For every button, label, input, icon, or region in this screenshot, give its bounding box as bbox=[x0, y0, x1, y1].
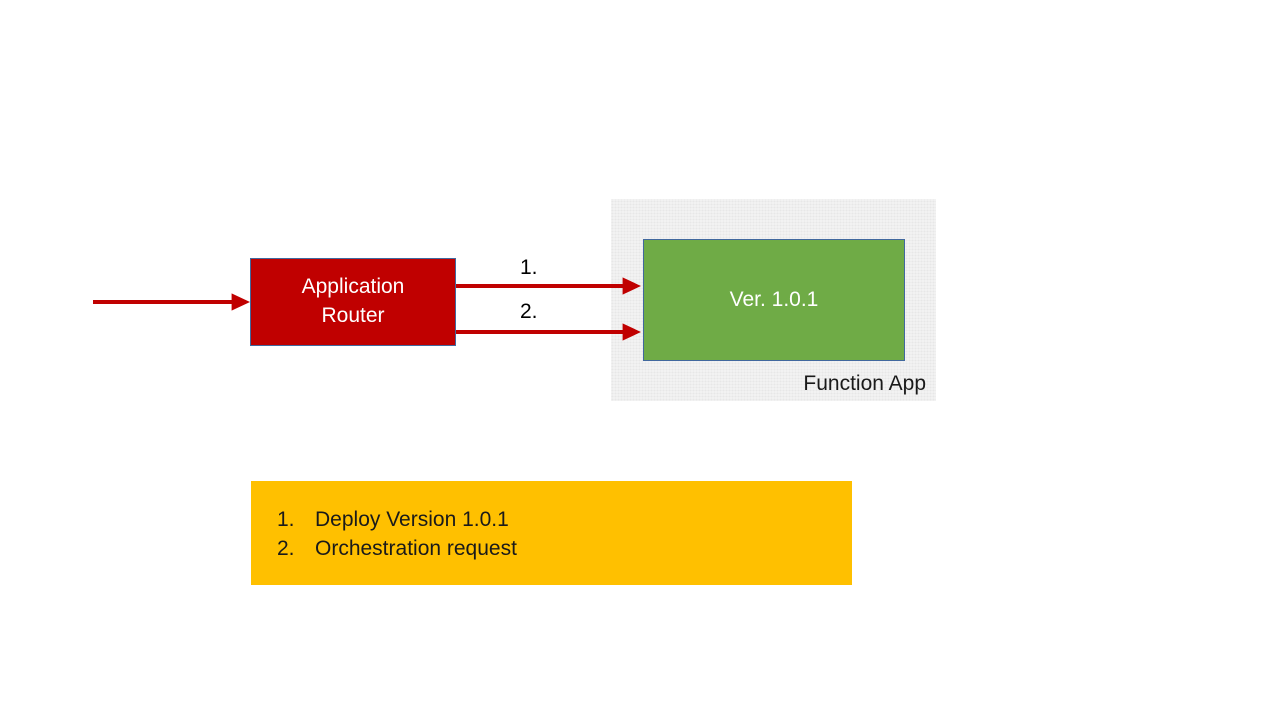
function-app-label: Function App bbox=[803, 371, 926, 395]
legend-item-marker: 1. bbox=[277, 508, 295, 531]
legend-item-text: Deploy Version 1.0.1 bbox=[315, 508, 509, 531]
application-router-label: Application Router bbox=[301, 275, 405, 327]
version-box-label: Ver. 1.0.1 bbox=[729, 287, 819, 311]
legend-list: 1. Deploy Version 1.0.1 2. Orchestration… bbox=[277, 506, 852, 564]
legend-box[interactable]: 1. Deploy Version 1.0.1 2. Orchestration… bbox=[251, 481, 852, 585]
version-box[interactable]: Ver. 1.0.1 bbox=[643, 239, 905, 361]
arrow-step-number-1: 1. bbox=[520, 256, 538, 279]
application-router-box[interactable]: Application Router bbox=[250, 258, 456, 346]
arrow-step-number-2: 2. bbox=[520, 300, 538, 323]
legend-item: 1. Deploy Version 1.0.1 bbox=[277, 506, 852, 535]
legend-item-text: Orchestration request bbox=[315, 536, 517, 560]
legend-item-marker: 2. bbox=[277, 536, 295, 560]
legend-item: 2. Orchestration request bbox=[277, 535, 852, 564]
